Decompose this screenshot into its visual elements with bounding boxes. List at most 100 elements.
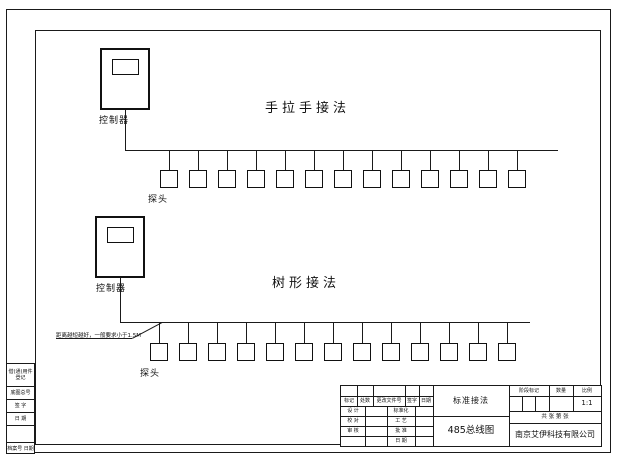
lb-line	[7, 442, 34, 443]
probe-drop-line	[314, 150, 315, 170]
rev-header: 处数	[359, 398, 370, 404]
outer-border	[6, 9, 611, 453]
stage-mark-label: 阶段标记	[518, 388, 539, 394]
rev-header: 标记	[343, 398, 354, 404]
probe-box	[218, 170, 236, 188]
probe-drop-line	[401, 150, 402, 170]
probe-box	[440, 343, 458, 361]
quantity-label: 数量	[555, 388, 566, 394]
controller-display	[107, 227, 134, 243]
tb-line	[405, 386, 406, 406]
tb-line	[341, 396, 433, 397]
probe-drop-line	[488, 150, 489, 170]
probe-drop-line	[459, 150, 460, 170]
left-block-field: 日 期	[14, 415, 27, 422]
probe-box	[353, 343, 371, 361]
probe-box	[324, 343, 342, 361]
tb-line	[573, 386, 574, 411]
probe-box	[508, 170, 526, 188]
probe-box	[150, 343, 168, 361]
probe-drop-line	[391, 322, 392, 343]
section-title-tree: 树形接法	[272, 276, 341, 291]
sheet-count-text: 共 张 第 张	[541, 414, 569, 420]
inner-border	[35, 30, 601, 445]
probe-drop-line	[188, 322, 189, 343]
role-label: 审 核	[347, 428, 359, 434]
tb-line	[549, 386, 550, 411]
tb-line	[419, 386, 420, 406]
probe-box	[498, 343, 516, 361]
tb-line	[522, 396, 523, 411]
left-block-field: 借(通)用件登记	[8, 369, 33, 381]
left-block-field: 底图总号	[10, 389, 31, 396]
lb-line	[7, 412, 34, 413]
probe-drop-line	[246, 322, 247, 343]
section-title-daisy: 手拉手接法	[265, 101, 351, 116]
bus-line-tree	[120, 322, 530, 323]
probe-box	[411, 343, 429, 361]
lb-line	[7, 386, 34, 387]
tb-line	[509, 411, 601, 412]
controller-label: 控制器	[99, 116, 130, 126]
tb-line	[433, 416, 509, 417]
controller-box	[100, 48, 150, 110]
note-underline	[56, 338, 132, 339]
controller-drop-line	[120, 278, 121, 322]
tb-line	[415, 406, 416, 446]
probe-drop-line	[507, 322, 508, 343]
left-block-field: 档案号 日期	[7, 445, 34, 452]
role-label: 标准化	[393, 408, 409, 414]
probe-box	[276, 170, 294, 188]
probe-drop-line	[256, 150, 257, 170]
probe-drop-line	[217, 322, 218, 343]
probe-drop-line	[227, 150, 228, 170]
probe-box	[247, 170, 265, 188]
probe-label: 探头	[140, 369, 161, 379]
scale-label: 比例	[581, 388, 592, 394]
probe-drop-line	[343, 150, 344, 170]
lb-line	[7, 399, 34, 400]
probe-box	[334, 170, 352, 188]
probe-drop-line	[478, 322, 479, 343]
probe-box	[382, 343, 400, 361]
tb-line	[509, 396, 601, 397]
company-name: 南京艾伊科技有限公司	[515, 430, 595, 439]
probe-drop-line	[372, 150, 373, 170]
probe-box	[160, 170, 178, 188]
rev-header: 日期	[420, 398, 431, 404]
drawing-title: 485总线图	[447, 425, 495, 436]
lb-line	[7, 425, 34, 426]
probe-box	[208, 343, 226, 361]
controller-label: 控制器	[96, 284, 127, 294]
standard-connection-label: 标准接法	[453, 396, 489, 405]
tb-line	[535, 396, 536, 411]
left-margin-block: 借(通)用件登记 底图总号 签 字 日 期 档案号 日期	[6, 363, 35, 454]
tb-line	[357, 386, 358, 406]
controller-display	[112, 59, 139, 75]
controller-box	[95, 216, 145, 278]
probe-box	[237, 343, 255, 361]
title-block: 标记 处数 更改文件号 签字 日期 设 计 校 对 审 核 标准化 工 艺 批 …	[340, 385, 602, 447]
probe-box	[479, 170, 497, 188]
probe-box	[469, 343, 487, 361]
tb-line	[509, 386, 510, 446]
probe-drop-line	[275, 322, 276, 343]
role-label	[341, 436, 365, 446]
probe-box	[179, 343, 197, 361]
role-label: 日 期	[395, 438, 407, 444]
tb-line	[365, 406, 366, 446]
probe-drop-line	[304, 322, 305, 343]
probe-box	[295, 343, 313, 361]
probe-box	[266, 343, 284, 361]
probe-box	[392, 170, 410, 188]
stub-length-note: 距离越短越好，一般要求小于1.5M	[56, 333, 141, 339]
tb-line	[387, 406, 388, 446]
rev-header: 更改文件号	[376, 398, 402, 404]
probe-drop-line	[517, 150, 518, 170]
rev-header: 签字	[406, 398, 417, 404]
tb-line	[373, 386, 374, 406]
probe-drop-line	[169, 150, 170, 170]
left-block-field: 签 字	[14, 402, 27, 409]
probe-drop-line	[285, 150, 286, 170]
